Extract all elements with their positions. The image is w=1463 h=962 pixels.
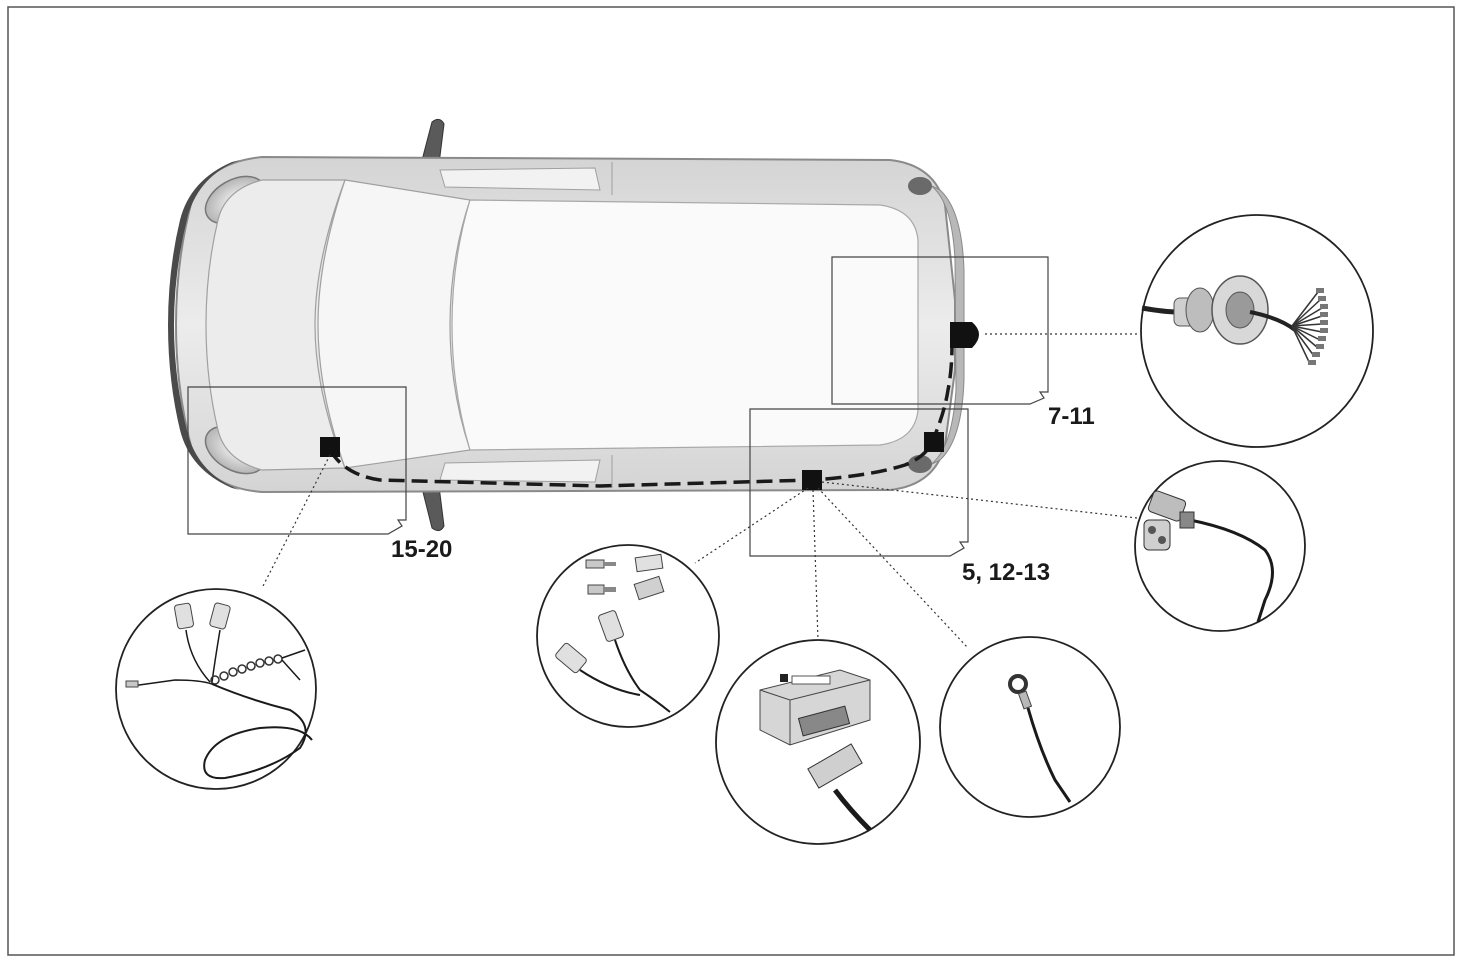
callout-box-rear xyxy=(831,256,1049,405)
vehicle-top-view xyxy=(168,118,965,532)
leader-lines xyxy=(261,333,1140,649)
rear-light-left xyxy=(908,177,932,195)
wiring-harness xyxy=(320,322,979,490)
hood-line xyxy=(205,179,346,471)
towbar-socket xyxy=(950,322,979,348)
harness-route xyxy=(328,344,954,488)
terminal-detail xyxy=(536,544,720,728)
callout-boxes xyxy=(187,256,1049,557)
towbar-socket-icon xyxy=(1141,275,1328,365)
leader-ring xyxy=(817,487,969,649)
roof xyxy=(451,199,919,451)
label-rear-steps: 7-11 xyxy=(1048,403,1095,430)
side-window-bottom xyxy=(439,459,601,483)
front-splice-point xyxy=(320,437,340,457)
label-front-steps: 15-20 xyxy=(391,536,452,563)
side-window-top xyxy=(439,167,601,191)
callout-box-module xyxy=(749,408,969,557)
ring-terminal-detail xyxy=(939,636,1121,818)
socket-detail xyxy=(1140,214,1374,448)
leader-terminals xyxy=(694,487,809,564)
rear-bumper xyxy=(929,184,965,466)
control-module-icon xyxy=(759,669,872,832)
front-harness-detail xyxy=(115,588,317,790)
spade-terminal-icon xyxy=(555,553,671,713)
grommet-detail xyxy=(1134,460,1306,632)
rear-ground-point xyxy=(924,432,944,452)
leader-module xyxy=(812,489,819,641)
windscreen xyxy=(317,179,471,469)
ring-terminal-icon xyxy=(1008,674,1072,803)
grommet-connector-icon xyxy=(1143,490,1274,623)
callout-box-front xyxy=(187,386,407,535)
module-point xyxy=(802,470,822,490)
module-detail xyxy=(715,639,921,845)
splice-harness-icon xyxy=(125,602,313,780)
page-frame xyxy=(7,6,1455,956)
label-module-steps: 5, 12-13 xyxy=(962,559,1050,586)
rear-light-right xyxy=(908,455,932,473)
